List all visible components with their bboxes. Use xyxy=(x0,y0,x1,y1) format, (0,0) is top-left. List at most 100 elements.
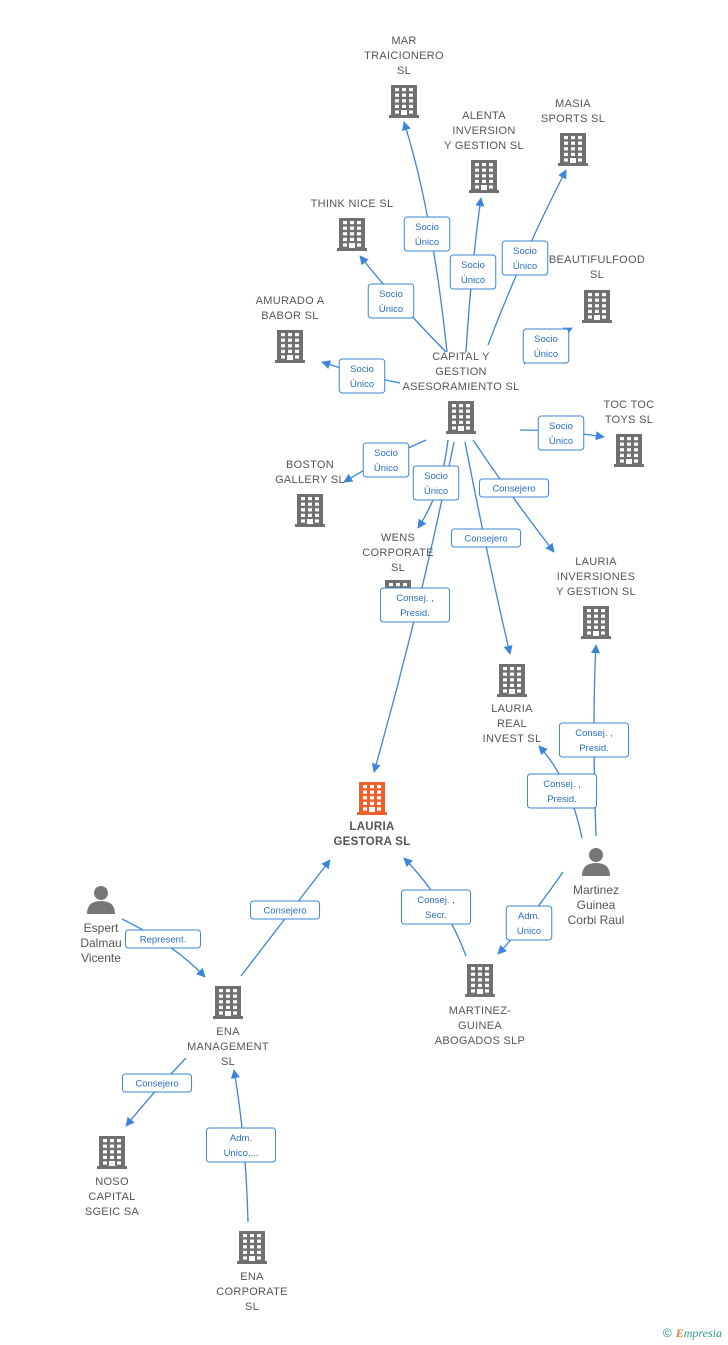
relation-box xyxy=(450,528,522,548)
relation-box xyxy=(338,358,386,394)
building-icon xyxy=(465,964,495,997)
relation-text: Único xyxy=(534,349,558,360)
building-icon xyxy=(614,434,644,467)
relation-box xyxy=(558,722,630,758)
node-label: REAL xyxy=(497,718,527,730)
relation-text: Unico,... xyxy=(224,1148,259,1159)
relation-box xyxy=(367,283,415,319)
relation-text: Consejero xyxy=(135,1079,178,1090)
relation-label-ena_mgmt-to-lauria_gestora[interactable]: Consejero xyxy=(249,900,321,920)
copyright-credit: ©Empresia xyxy=(663,1326,722,1341)
relation-text: Único xyxy=(513,261,537,272)
node-label: CAPITAL xyxy=(88,1191,135,1203)
node-label: BOSTON xyxy=(286,459,334,471)
node-label: CAPITAL Y xyxy=(432,351,490,363)
node-label: MAR xyxy=(391,35,416,47)
edge-ena_mgmt-to-lauria_gestora xyxy=(240,859,331,977)
node-label: LAURIA xyxy=(575,556,617,568)
relation-text: Único xyxy=(415,237,439,248)
node-label: AMURADO A xyxy=(256,295,325,307)
node-label: Martinez xyxy=(573,883,619,897)
relation-text: Socio xyxy=(534,334,558,345)
node-label: CORPORATE xyxy=(362,547,434,559)
relation-text: Socio xyxy=(379,289,403,300)
node-label: Guinea xyxy=(577,898,616,912)
building-icon xyxy=(582,290,612,323)
relation-label-martinez-to-lauria_real[interactable]: Consej. ,Presid. xyxy=(526,773,598,809)
node-label: SL xyxy=(245,1301,259,1313)
relation-box xyxy=(449,254,497,290)
relation-text: Socio xyxy=(549,421,573,432)
node-label: MANAGEMENT xyxy=(187,1041,269,1053)
node-label: ALENTA xyxy=(462,110,506,122)
relation-text: Único xyxy=(461,275,485,286)
node-label: ASESORAMIENTO SL xyxy=(402,381,519,393)
relation-label-espert-to-ena_mgmt[interactable]: Represent. xyxy=(125,929,201,949)
node-capital[interactable]: CAPITAL Y GESTION ASESORAMIENTO SL xyxy=(402,351,519,434)
node-label: TOC TOC xyxy=(604,399,655,411)
node-think[interactable]: THINK NICE SL xyxy=(311,198,394,251)
building-icon xyxy=(337,218,367,251)
node-label: GUINEA xyxy=(458,1020,502,1032)
relation-text: Socio xyxy=(424,471,448,482)
relation-box xyxy=(505,905,553,941)
relation-label-ena_corp-to-ena_mgmt[interactable]: Adm.Unico,... xyxy=(205,1127,277,1163)
node-label: GESTORA SL xyxy=(333,836,410,848)
building-icon xyxy=(275,330,305,363)
relation-box xyxy=(400,889,472,925)
relation-label-capital-to-lauria_real[interactable]: Consejero xyxy=(450,528,522,548)
nodes-layer: MAR TRAICIONERO SL ALENTA INVERSION Y GESTION… xyxy=(80,35,654,1313)
node-label: Y GESTION SL xyxy=(444,140,524,152)
relation-box xyxy=(125,929,201,949)
node-label: GESTION xyxy=(435,366,487,378)
relation-text: Presid. xyxy=(547,794,577,805)
building-icon xyxy=(97,1136,127,1169)
node-label: INVERSION xyxy=(452,125,515,137)
relation-text: Socio xyxy=(461,260,485,271)
brand-initial: E xyxy=(675,1326,684,1340)
node-label: Espert xyxy=(84,921,119,935)
relation-text: Único xyxy=(549,436,573,447)
relation-label-capital-to-lauria_inv[interactable]: Consejero xyxy=(478,478,550,498)
building-icon xyxy=(237,1231,267,1264)
relation-label-mg_abogados-to-lauria_gestora[interactable]: Consej. ,Secr. xyxy=(400,889,472,925)
relation-text: Socio xyxy=(374,448,398,459)
relation-label-ena_mgmt-to-noso[interactable]: Consejero xyxy=(121,1073,193,1093)
relation-text: Socio xyxy=(513,246,537,257)
building-icon xyxy=(581,606,611,639)
relation-label-martinez-to-mg_abogados[interactable]: Adm.Unico xyxy=(505,905,553,941)
relation-box xyxy=(478,478,550,498)
node-alenta[interactable]: ALENTA INVERSION Y GESTION SL xyxy=(444,110,524,193)
building-icon xyxy=(295,494,325,527)
node-label: TRAICIONERO xyxy=(364,50,444,62)
node-label: ENA xyxy=(216,1026,240,1038)
node-label: NOSO xyxy=(95,1176,129,1188)
relation-label-capital-to-lauria_gestora[interactable]: Consej. ,Presid. xyxy=(379,587,451,623)
node-label: Dalmau xyxy=(80,936,121,950)
relation-label-martinez-to-lauria_inv[interactable]: Consej. ,Presid. xyxy=(558,722,630,758)
